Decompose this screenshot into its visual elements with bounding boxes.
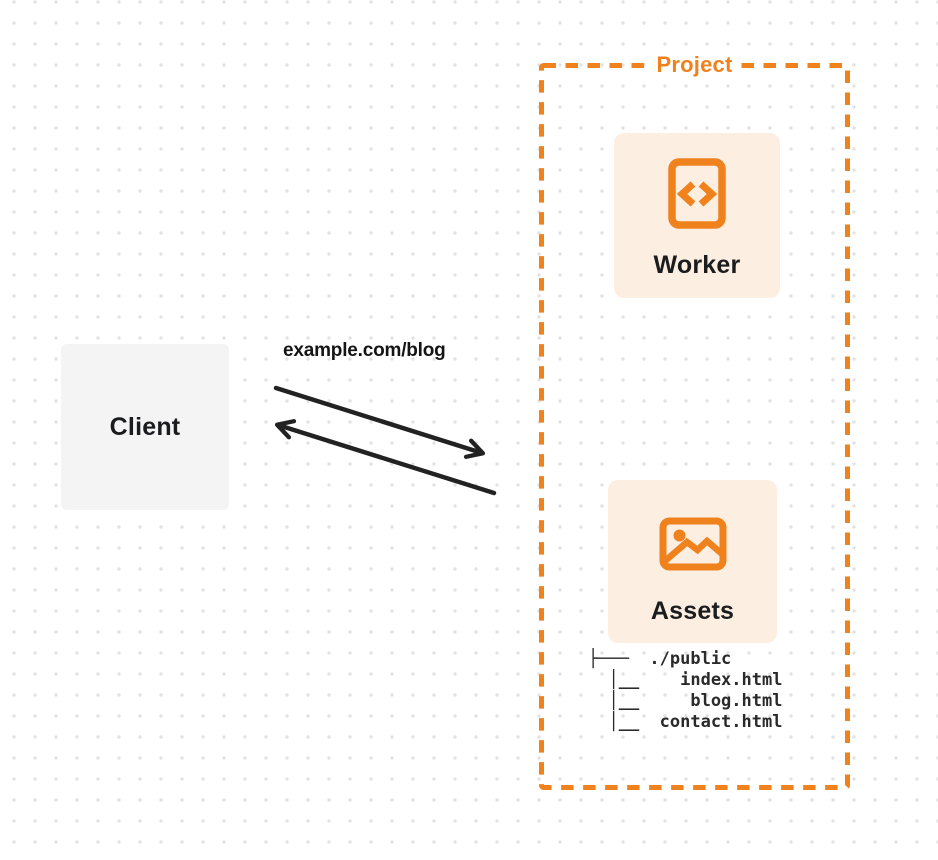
request-url-label: example.com/blog (283, 340, 446, 361)
assets-label: Assets (650, 597, 735, 625)
response-arrow (274, 419, 497, 496)
worker-label: Worker (653, 251, 741, 279)
request-arrow (273, 385, 486, 459)
assets-node: Assets (608, 480, 777, 643)
project-label: Project (648, 50, 741, 80)
image-icon (659, 517, 726, 571)
assets-file-tree: ├─── ./public │__ index.html │__ blog.ht… (588, 649, 783, 732)
client-node: Client (61, 344, 229, 510)
client-label: Client (109, 412, 181, 441)
project-dashed-border (539, 63, 850, 790)
project-group: Project Worker Assets ├─── ./public │__ … (539, 50, 850, 790)
code-file-icon (668, 158, 726, 229)
worker-node: Worker (614, 133, 780, 298)
